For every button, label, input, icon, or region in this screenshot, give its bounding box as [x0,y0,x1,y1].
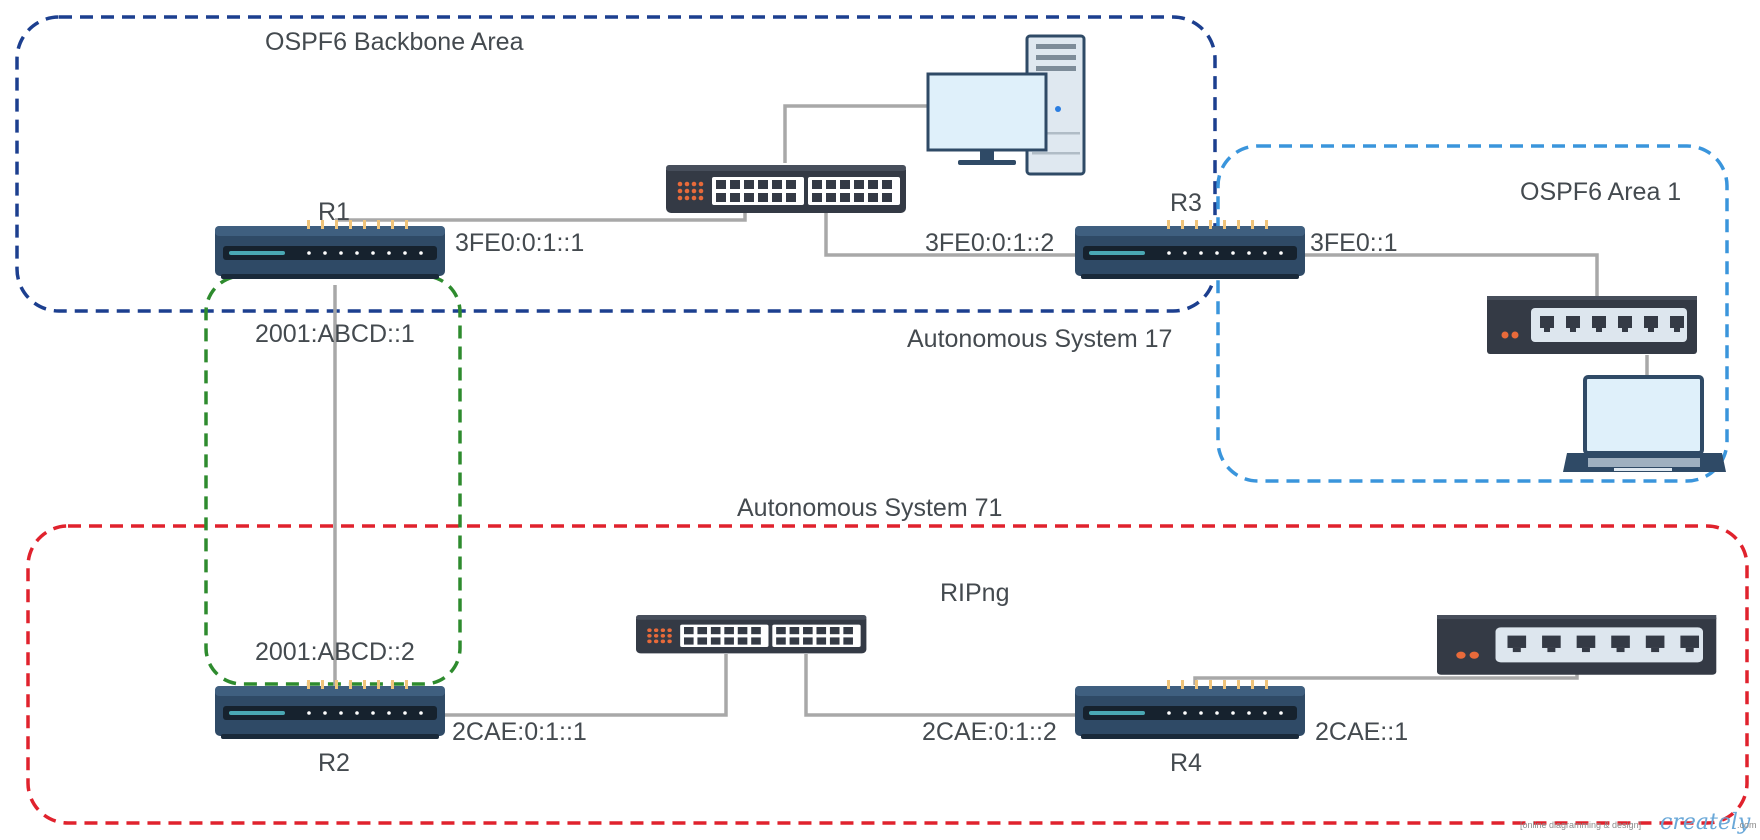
ospf6-area1-label: OSPF6 Area 1 [1520,178,1682,206]
switch-6port-icon [1487,296,1697,354]
link-r1-switch-backbone [335,210,747,222]
r1-link-address: 2001:ABCD::1 [255,320,415,348]
link-r2-switch-ripng [445,654,728,717]
switch-24port-icon [666,165,906,213]
r3-area1-address: 3FE0::1 [1310,229,1398,257]
ripng-label: RIPng [940,579,1010,607]
router-r3-label: R3 [1170,189,1202,217]
ospf6-backbone-area-boundary [15,15,1217,313]
autonomous-system-17-label: Autonomous System 17 [907,325,1173,353]
link-switch-ripng-r4 [804,654,1078,717]
router-r1-label: R1 [318,198,350,226]
switch-6port-icon [1437,615,1717,675]
switch-24port-icon [636,615,867,654]
r3-backbone-address: 3FE0:0:1::2 [925,229,1055,257]
r4-ripng-address: 2CAE:0:1::2 [922,718,1057,746]
link-switch-backbone-r3 [824,210,1078,257]
autonomous-system-71-label: Autonomous System 71 [737,494,1003,522]
r2-ripng-address: 2CAE:0:1::1 [452,718,587,746]
link-r3-area1-switch [1305,253,1599,297]
autonomous-system-71-boundary [26,524,1749,825]
watermark-brand: creately [1660,810,1751,835]
r4-lan-address: 2CAE::1 [1315,718,1409,746]
link-switch-backbone-desktop [783,104,928,163]
watermark-suffix: .com [1737,820,1757,830]
r2-link-address: 2001:ABCD::2 [255,638,415,666]
watermark-tagline: [online diagramming & design] [1520,820,1642,830]
r1-backbone-address: 3FE0:0:1::1 [455,229,585,257]
laptop-icon [1563,375,1726,472]
ospf6-area1-boundary [1216,144,1729,483]
router-r4-label: R4 [1170,749,1202,777]
ospf6-backbone-area-label: OSPF6 Backbone Area [265,28,524,56]
router-r2-label: R2 [318,749,350,777]
router-icon [215,680,445,739]
desktop-computer-icon [926,34,1086,176]
router-icon [215,220,445,279]
router-icon [1075,220,1305,279]
router-icon [1075,680,1305,739]
